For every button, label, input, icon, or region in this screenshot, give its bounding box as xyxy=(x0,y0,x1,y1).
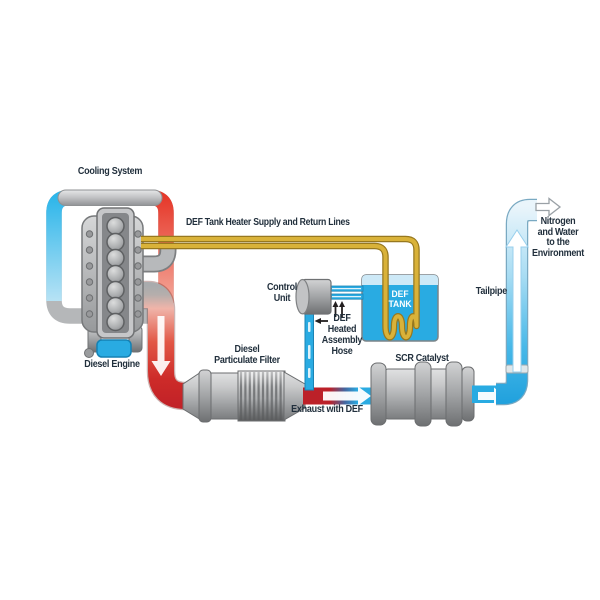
scr-inlet-ring xyxy=(370,362,387,426)
piston xyxy=(106,264,125,284)
environment-label: Nitrogen and Water to the Environment xyxy=(531,216,585,259)
callout-arrows xyxy=(314,301,345,324)
arrow-up-icon xyxy=(332,301,339,307)
dpf-drum xyxy=(208,372,242,420)
dpf-inlet-cone xyxy=(182,371,202,421)
flow-arrow-down-icon xyxy=(151,316,171,376)
coolant-return-elbow xyxy=(140,244,175,271)
dpf-canister xyxy=(182,369,306,423)
scr-band-1 xyxy=(414,361,432,427)
control-unit-cap xyxy=(295,278,310,315)
flow-arrow-right-icon xyxy=(323,386,371,406)
downpipe xyxy=(140,282,187,409)
exit-arrow-icon xyxy=(535,197,562,217)
dpf-rib-shade xyxy=(237,370,286,422)
engine-foot xyxy=(84,348,94,358)
dpf-label: Diesel Particulate Filter xyxy=(214,344,280,366)
piston xyxy=(106,296,125,316)
exhaust-downpipe xyxy=(140,280,187,411)
diesel-engine xyxy=(81,207,144,358)
oil-pan xyxy=(96,339,132,358)
radiator-top-bar xyxy=(57,189,163,206)
def-hose-label: DEF Heated Assembly Hose xyxy=(321,313,363,357)
heater-line xyxy=(141,237,419,340)
piston xyxy=(106,216,125,236)
def-hoses xyxy=(304,285,364,391)
control-unit-label: Control Unit xyxy=(266,282,298,304)
def-tank-fill-level xyxy=(362,275,438,285)
piston xyxy=(106,280,125,300)
piston xyxy=(106,248,125,268)
engine-bolts xyxy=(85,230,142,318)
tailpipe-pipe xyxy=(496,197,562,406)
diesel-engine-label: Diesel Engine xyxy=(84,359,140,370)
hose-highlight-dashes xyxy=(308,322,311,378)
dpf-outlet-cone xyxy=(283,371,306,421)
engine-pistons xyxy=(106,216,125,332)
exhaust-with-def-label: Exhaust with DEF xyxy=(291,404,363,415)
coolant-cold-side xyxy=(46,189,80,301)
piston xyxy=(106,232,125,252)
def-lines-label: DEF Tank Heater Supply and Return Lines xyxy=(186,217,350,228)
control-unit xyxy=(295,278,332,315)
def-tank-label: DEF TANK xyxy=(388,289,412,310)
cooling-system-label: Cooling System xyxy=(77,166,143,177)
flow-arrow-up-icon xyxy=(505,229,529,373)
def-supply-lines xyxy=(141,235,420,341)
arrow-left-icon xyxy=(314,318,321,324)
scr-band-2 xyxy=(445,361,463,427)
arrow-up-icon xyxy=(339,301,345,307)
piston xyxy=(106,312,125,332)
dpf-inlet-ring xyxy=(198,369,212,423)
tailpipe-label: Tailpipe xyxy=(475,286,507,297)
scr-catalyst-label: SCR Catalyst xyxy=(395,353,449,364)
scr-canister xyxy=(370,361,475,427)
